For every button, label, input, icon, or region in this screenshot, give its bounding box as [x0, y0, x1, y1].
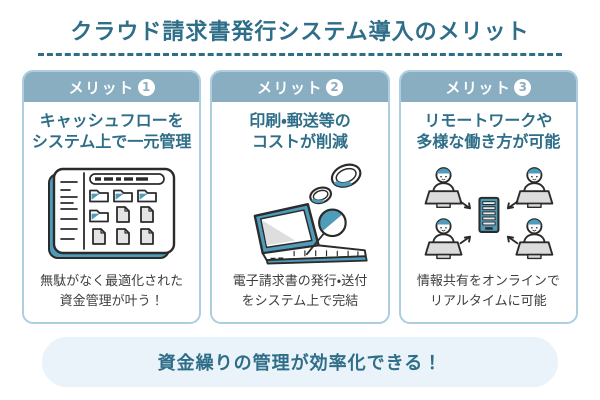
merit-2-heading-line-2: コストが削減 — [251, 132, 348, 152]
merit-1-caption-line-1: 無駄がなく最適化された — [40, 274, 184, 290]
merit-1-heading-line-2: システム上で一元管理 — [31, 132, 192, 152]
merit-2-caption: 電子請求書の発行・送付 をシステム上で完結 — [212, 272, 387, 322]
remote-work-illustration — [424, 166, 554, 260]
merit-card-2: メリット 2 印刷・郵送等の コストが削減 — [210, 70, 390, 325]
merit-1-heading: キャッシュフローを システム上で一元管理 — [24, 111, 199, 153]
title-underline — [38, 53, 562, 57]
merit-1-caption-line-2: 資金管理が叶う！ — [59, 293, 164, 309]
merit-3-heading-line-2: 多様な働き方が可能 — [416, 132, 561, 152]
merit-1-illustration-area — [24, 153, 199, 272]
file-manager-illustration — [47, 167, 175, 259]
merit-2-caption-line-1: 電子請求書の発行・送付 — [232, 274, 368, 290]
laptop-coins-illustration — [253, 163, 368, 265]
merit-2-illustration-area — [212, 153, 387, 272]
merit-2-caption-line-2: をシステム上で完結 — [241, 293, 359, 309]
page-title: クラウド請求書発行システム導入のメリット — [70, 20, 530, 45]
merit-3-header: メリット 3 — [400, 72, 576, 103]
merit-3-illustration-area — [401, 153, 576, 272]
merit-1-heading-line-1: キャッシュフローを — [39, 111, 184, 131]
merit-2-header: メリット 2 — [212, 72, 388, 103]
merit-card-1: メリット 1 キャッシュフローを システム上で一元管理 — [22, 70, 202, 325]
merit-3-label: メリット — [445, 78, 512, 97]
merit-3-caption: 情報共有をオンラインで リアルタイムに可能 — [401, 272, 576, 322]
merit-2-heading: 印刷・郵送等の コストが削減 — [212, 111, 387, 153]
merit-2-label: メリット — [256, 78, 323, 97]
merit-2-heading-line-1: 印刷・郵送等の — [249, 111, 351, 131]
merit-1-label: メリット — [68, 78, 135, 97]
merit-cards-row: メリット 1 キャッシュフローを システム上で一元管理 — [0, 56, 600, 325]
merit-3-caption-line-1: 情報共有をオンラインで — [416, 274, 560, 290]
summary-banner: 資金繰りの管理が効率化できる！ — [42, 337, 558, 388]
merit-2-number-badge: 2 — [326, 78, 343, 96]
merit-1-number-badge: 1 — [137, 78, 155, 96]
merit-1-header: メリット 1 — [24, 72, 200, 103]
merit-3-heading: リモートワークや 多様な働き方が可能 — [401, 111, 576, 153]
merit-3-caption-line-2: リアルタイムに可能 — [430, 293, 547, 309]
merit-3-heading-line-1: リモートワークや — [424, 111, 553, 131]
summary-text: 資金繰りの管理が効率化できる！ — [157, 353, 443, 375]
merit-1-caption: 無駄がなく最適化された 資金管理が叶う！ — [24, 272, 199, 322]
merit-3-number-badge: 3 — [514, 78, 532, 96]
merit-card-3: メリット 3 リモートワークや 多様な働き方が可能 — [398, 70, 578, 325]
